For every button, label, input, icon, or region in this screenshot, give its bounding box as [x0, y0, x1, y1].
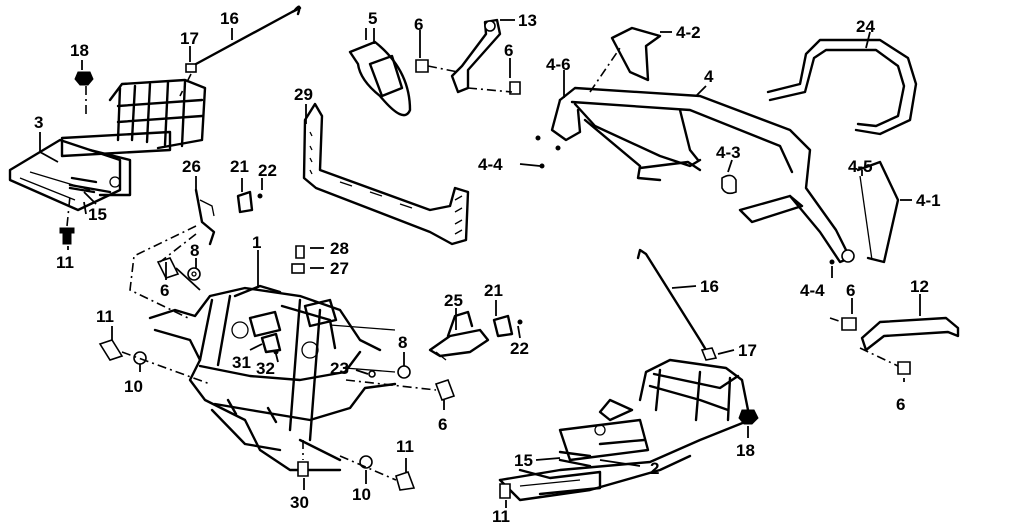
label-28: 28 — [330, 239, 349, 258]
label-10-left: 10 — [124, 377, 143, 396]
label-1-frame: 1 — [252, 233, 261, 252]
front-guard-part-4 — [519, 26, 900, 265]
label-16-rod-lower: 16 — [700, 277, 719, 296]
label-6-left: 6 — [160, 281, 169, 300]
label-2-lower-rack: 2 — [650, 459, 659, 478]
label-6-right-frame: 6 — [438, 415, 447, 434]
front-tube-part-24 — [766, 31, 918, 136]
label-6-bracket-bolt: 6 — [504, 41, 513, 60]
label-4-guard: 4 — [704, 67, 714, 86]
label-26: 26 — [182, 157, 201, 176]
label-17-lower: 17 — [738, 341, 757, 360]
label-11-left: 11 — [96, 307, 114, 326]
bracket-part-13 — [415, 18, 521, 95]
label-21-lower: 21 — [484, 281, 503, 300]
label-23: 23 — [330, 359, 349, 378]
label-4-3: 4-3 — [716, 143, 741, 162]
label-21-upper: 21 — [230, 157, 249, 176]
skid-bracket-part-29 — [302, 102, 470, 246]
label-30: 30 — [290, 493, 309, 512]
label-18-nut-top: 18 — [70, 41, 89, 60]
label-4-6: 4-6 — [546, 55, 571, 74]
label-25: 25 — [444, 291, 463, 310]
lower-rack-hardware — [499, 409, 759, 499]
label-11-lower-rack: 11 — [492, 507, 510, 526]
label-11-top-left: 11 — [56, 253, 74, 272]
label-11-bottom: 11 — [396, 437, 414, 456]
label-18-lower: 18 — [736, 441, 755, 460]
leader-lines — [39, 28, 921, 508]
label-31: 31 — [232, 353, 251, 372]
label-10-bottom: 10 — [352, 485, 371, 504]
label-6-bracket-12-upper: 6 — [846, 281, 855, 300]
label-8-right: 8 — [398, 333, 407, 352]
label-4-4-lower: 4-4 — [800, 281, 825, 300]
label-15-top: 15 — [88, 205, 107, 224]
label-22-lower: 22 — [510, 339, 529, 358]
rack-hardware-18-17-16 — [59, 5, 302, 245]
main-frame-part-1 — [148, 250, 397, 472]
label-6-bracket-12-lower: 6 — [896, 395, 905, 414]
lower-rack-part-2 — [498, 358, 752, 502]
label-29-skid: 29 — [294, 85, 313, 104]
label-4-2: 4-2 — [676, 23, 701, 42]
label-4-5: 4-5 — [848, 157, 873, 176]
label-27: 27 — [330, 259, 349, 278]
label-6-plate-bolt: 6 — [414, 15, 423, 34]
label-16-rod-top: 16 — [220, 9, 239, 28]
rod-part-16 — [636, 248, 718, 361]
bracket-part-12 — [829, 316, 960, 375]
label-3-rear-rack: 3 — [34, 113, 43, 132]
label-4-1: 4-1 — [916, 191, 941, 210]
rear-rack-part-3 — [8, 78, 207, 212]
label-17-top: 17 — [180, 29, 199, 48]
guard-plate-part-5 — [348, 28, 412, 117]
bracket-part-25 — [428, 310, 523, 361]
label-13-bracket: 13 — [518, 11, 537, 30]
label-15-lower: 15 — [514, 451, 533, 470]
label-32: 32 — [256, 359, 275, 378]
label-5-plate: 5 — [368, 9, 377, 28]
label-12: 12 — [910, 277, 929, 296]
label-22-upper: 22 — [258, 161, 277, 180]
label-8-left: 8 — [190, 241, 199, 260]
label-24-tube: 24 — [856, 17, 875, 36]
part-number-labels: 16 18 17 3 15 11 5 6 13 6 29 4-6 4-2 4 2… — [34, 9, 941, 526]
label-4-4-upper: 4-4 — [478, 155, 503, 174]
